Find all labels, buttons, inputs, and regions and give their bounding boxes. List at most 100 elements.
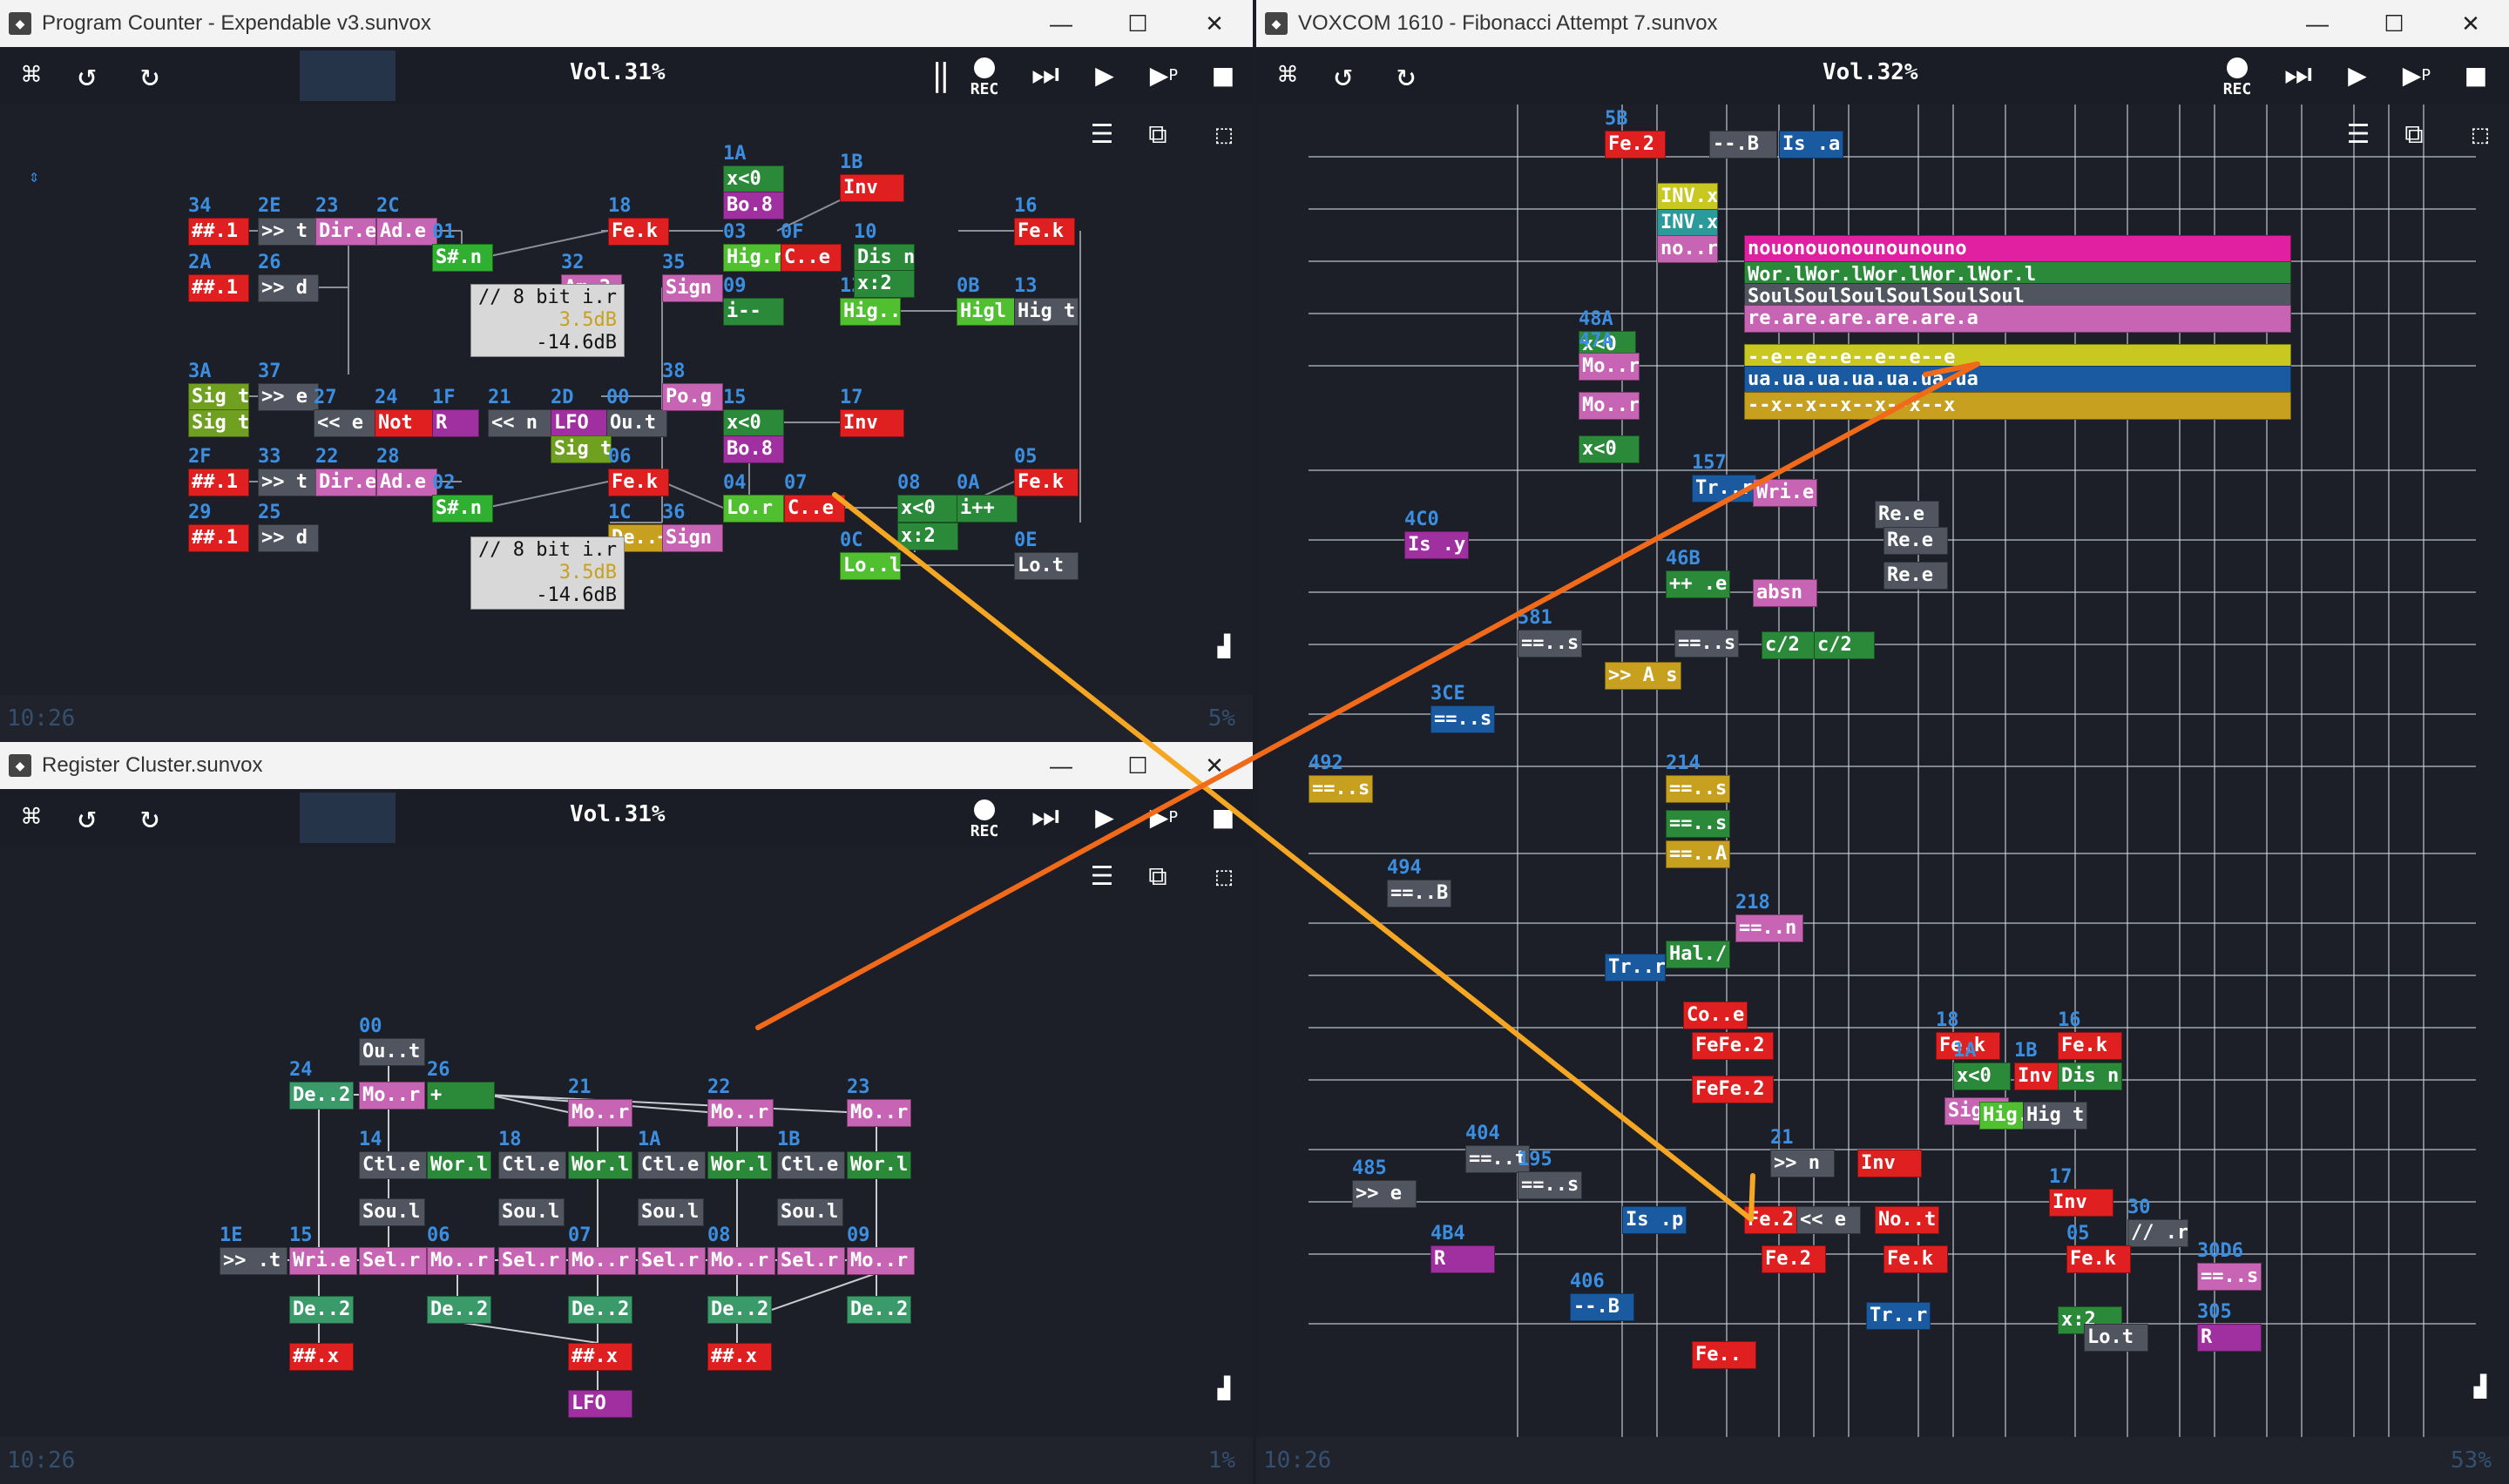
module-block[interactable]: Dis n <box>854 244 915 272</box>
module-block[interactable]: Ctl.e <box>777 1151 845 1179</box>
module-block[interactable]: Dir.e <box>315 469 376 496</box>
module-block[interactable]: ==..s <box>1430 705 1495 733</box>
module-block[interactable]: INV.x <box>1657 183 1718 211</box>
module-block[interactable]: Wor.l <box>568 1151 632 1179</box>
play-pattern-icon[interactable]: ▶P <box>2402 57 2431 93</box>
module-block[interactable]: ==..s <box>1666 810 1730 838</box>
title-bar[interactable]: ◆ Program Counter - Expendable v3.sunvox… <box>0 0 1253 48</box>
module-block[interactable]: ==..s <box>2197 1263 2262 1291</box>
module-block[interactable]: Mo..r <box>1579 353 1640 381</box>
module-block[interactable]: Hig t <box>2023 1102 2087 1130</box>
module-block[interactable]: C..e <box>781 244 842 272</box>
module-block[interactable]: Mo..r <box>707 1099 774 1127</box>
module-block[interactable]: Sel.r <box>498 1247 566 1275</box>
module-block[interactable]: Is .a <box>1779 131 1843 159</box>
module-block[interactable]: Wri.e <box>1753 479 1817 507</box>
module-block[interactable]: Mo..r <box>568 1099 632 1127</box>
module-block[interactable]: ==..s <box>1309 775 1373 803</box>
module-block[interactable]: Ctl.e <box>498 1151 566 1179</box>
play-icon[interactable]: ▶ <box>1095 799 1114 835</box>
module-block[interactable]: Wor.l <box>847 1151 911 1179</box>
module-block[interactable]: x<0 <box>897 495 958 523</box>
play-icon[interactable]: ▶ <box>1095 57 1114 93</box>
close-button[interactable]: ✕ <box>1205 752 1224 779</box>
volume-slider[interactable] <box>300 51 396 101</box>
stop-icon[interactable]: ■ <box>2466 57 2485 93</box>
module-block[interactable]: nouonouonounounouno <box>1744 235 2291 263</box>
module-block[interactable]: Sig t <box>188 383 249 411</box>
module-block[interactable]: Lo.r <box>723 495 784 523</box>
module-block[interactable]: >> A s <box>1605 662 1681 690</box>
module-block[interactable]: no..r <box>1657 235 1718 263</box>
module-block[interactable]: ==..s <box>1666 775 1730 803</box>
module-block[interactable]: ua.ua.ua.ua.ua.ua.ua <box>1744 366 2291 394</box>
module-block[interactable]: << e <box>314 409 383 437</box>
module-block[interactable]: ##.1 <box>188 274 249 302</box>
module-block[interactable]: Hig.r <box>723 244 784 272</box>
redo-icon[interactable]: ↻ <box>140 799 159 835</box>
redo-icon[interactable]: ↻ <box>1397 57 1416 93</box>
module-block[interactable]: De..2 <box>427 1296 491 1324</box>
module-block[interactable]: Sig t <box>551 435 612 463</box>
hamburger-menu-icon[interactable]: ☰ <box>1090 860 1114 892</box>
module-block[interactable]: C..e <box>784 495 845 523</box>
module-block[interactable]: INV.x <box>1657 209 1718 237</box>
module-block[interactable]: Ctl.e <box>359 1151 427 1179</box>
module-block[interactable]: Tr..r <box>1866 1302 1931 1330</box>
module-block[interactable]: Fe.2 <box>1762 1245 1826 1273</box>
module-block[interactable]: ##.x <box>289 1343 354 1371</box>
module-block[interactable]: Inv <box>2049 1189 2113 1217</box>
menu-logo-icon[interactable]: ⌘ <box>22 799 41 835</box>
module-block[interactable]: Mo..r <box>1579 392 1640 420</box>
record-button[interactable]: REC <box>958 794 1011 847</box>
title-bar[interactable]: ◆ Register Cluster.sunvox — ☐ ✕ <box>0 742 1253 790</box>
module-block[interactable]: Sou.l <box>359 1198 425 1226</box>
module-block[interactable]: x:2 <box>897 523 958 550</box>
module-block[interactable]: Tr..r <box>1605 954 1666 981</box>
link-modules-icon[interactable]: ⧉ <box>2404 118 2424 150</box>
volume-slider[interactable] <box>300 793 396 843</box>
module-block[interactable]: Hal./ <box>1666 941 1730 968</box>
module-block[interactable]: Re.e <box>1883 527 1948 555</box>
module-block[interactable]: >> n <box>1770 1150 1835 1177</box>
record-button[interactable]: REC <box>958 52 1011 105</box>
module-block[interactable]: c/2 <box>1814 631 1875 659</box>
module-block[interactable]: Ctl.e <box>638 1151 706 1179</box>
module-block[interactable]: Sou.l <box>777 1198 843 1226</box>
module-block[interactable]: re.are.are.are.are.a <box>1744 305 2291 333</box>
module-block[interactable]: --.B <box>1570 1293 1634 1321</box>
module-block[interactable]: ==..s <box>1674 630 1739 658</box>
module-block[interactable]: LFO <box>568 1390 632 1418</box>
module-block[interactable]: x<0 <box>723 165 784 193</box>
module-block[interactable]: No..t <box>1875 1206 1939 1234</box>
module-block[interactable]: Bo.8 <box>723 435 784 463</box>
minimize-button[interactable]: — <box>1050 10 1072 37</box>
module-block[interactable]: De..2 <box>289 1296 354 1324</box>
module-block[interactable]: >> t <box>258 218 319 246</box>
select-area-icon[interactable]: ⬚ <box>2472 118 2489 150</box>
module-block[interactable]: << e <box>1796 1206 1861 1234</box>
module-block[interactable]: ##.x <box>707 1343 772 1371</box>
module-block[interactable]: Wor.l <box>427 1151 491 1179</box>
module-block[interactable]: --x--x--x--x--x--x <box>1744 392 2291 420</box>
module-block[interactable]: Ou.t <box>606 409 667 437</box>
module-block[interactable]: R <box>1430 1245 1495 1273</box>
stop-icon[interactable]: ■ <box>1214 799 1233 835</box>
select-area-icon[interactable]: ⬚ <box>1215 860 1233 892</box>
module-block[interactable]: + <box>427 1082 495 1110</box>
module-block[interactable]: Dis n <box>2058 1062 2122 1090</box>
undo-icon[interactable]: ↺ <box>1334 57 1353 93</box>
module-block[interactable]: De..2 <box>568 1296 632 1324</box>
voxcom-window[interactable]: ◆ VOXCOM 1610 - Fibonacci Attempt 7.sunv… <box>1256 0 2509 1484</box>
module-block[interactable]: << n <box>488 409 558 437</box>
module-block[interactable]: LFO <box>551 409 612 437</box>
maximize-button[interactable]: ☐ <box>2384 10 2404 37</box>
module-block[interactable]: Is .y <box>1404 531 1469 559</box>
menu-logo-icon[interactable]: ⌘ <box>22 57 41 93</box>
module-block[interactable]: >> d <box>258 524 319 552</box>
module-block[interactable]: >> d <box>258 274 319 302</box>
module-block[interactable]: Lo..l <box>840 552 901 580</box>
module-block[interactable]: x:2 <box>854 270 915 298</box>
